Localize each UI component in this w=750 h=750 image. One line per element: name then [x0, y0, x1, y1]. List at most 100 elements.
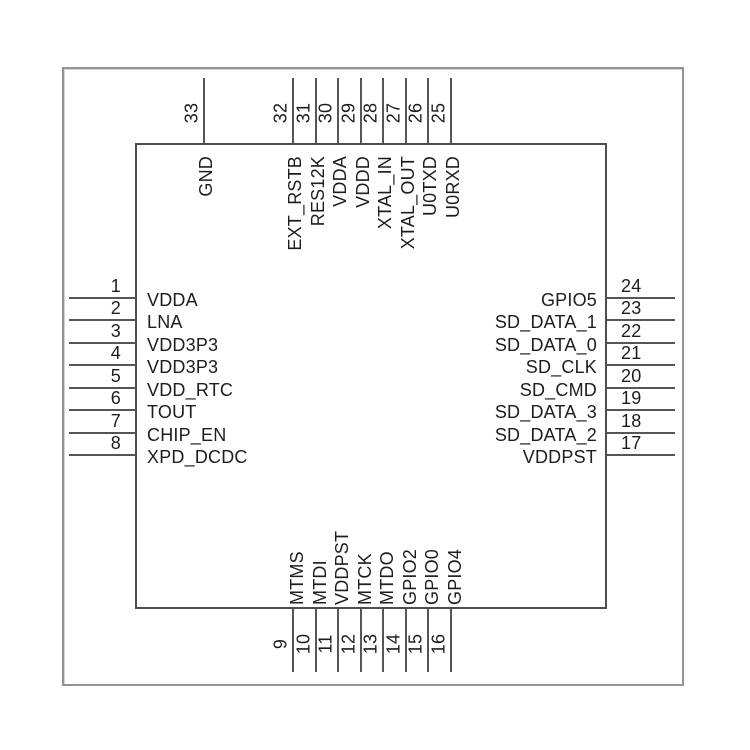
pin-30-number: 30 [315, 102, 336, 124]
pin-21-line [607, 364, 675, 366]
pin-27-number: 27 [383, 102, 404, 124]
pin-23-line [607, 319, 675, 321]
pin-33-number: 33 [181, 102, 202, 124]
pin-27-label: XTAL_OUT [398, 156, 418, 250]
pin-2-number: 2 [110, 298, 121, 318]
pin-33-label: GND [196, 156, 216, 197]
pin-1-number: 1 [110, 276, 121, 296]
pin-4-number: 4 [110, 343, 121, 363]
pin-5-line [69, 387, 135, 389]
pin-2-line [69, 319, 135, 321]
pin-32-number: 32 [270, 102, 291, 124]
pin-9-number: 9 [270, 638, 291, 650]
pin-9-label: MTMS [287, 551, 307, 605]
pin-8-line [69, 454, 135, 456]
pin-26-line [427, 78, 429, 143]
pin-1-line [69, 297, 135, 299]
pin-10-line [315, 609, 317, 672]
pin-12-label: MTCK [355, 553, 375, 605]
pin-8-label: XPD_DCDC [147, 447, 248, 467]
pin-4-label: VDD3P3 [147, 357, 219, 377]
pin-12-number: 12 [338, 633, 359, 655]
pin-11-label: VDDPST [332, 530, 352, 605]
pin-17-label: VDDPST [522, 447, 597, 467]
pin-32-line [292, 78, 294, 143]
pin-23-label: SD_DATA_1 [494, 312, 597, 332]
pin-4-line [69, 364, 135, 366]
pin-27-line [405, 78, 407, 143]
pin-17-line [607, 454, 675, 456]
pin-30-line [337, 78, 339, 143]
pin-2-label: LNA [147, 312, 183, 332]
pin-6-number: 6 [110, 388, 121, 408]
pin-13-label: MTDO [377, 551, 397, 605]
pin-24-number: 24 [621, 276, 642, 296]
pin-13-line [382, 609, 384, 672]
pin-14-label: GPIO2 [400, 548, 420, 605]
pin-16-label: GPIO4 [445, 548, 465, 605]
pin-31-label: RES12K [308, 156, 328, 227]
pin-19-line [607, 409, 675, 411]
pin-10-number: 10 [293, 633, 314, 655]
pin-23-number: 23 [621, 298, 642, 318]
pin-24-line [607, 297, 675, 299]
pin-3-label: VDD3P3 [147, 335, 219, 355]
pin-26-number: 26 [405, 102, 426, 124]
pin-11-line [337, 609, 339, 672]
pin-7-number: 7 [110, 411, 121, 431]
pin-28-number: 28 [360, 102, 381, 124]
pin-19-label: SD_DATA_3 [494, 402, 597, 422]
pin-25-line [450, 78, 452, 143]
pin-18-line [607, 432, 675, 434]
pin-14-line [405, 609, 407, 672]
pin-16-line [450, 609, 452, 672]
pin-15-number: 15 [405, 633, 426, 655]
pin-5-number: 5 [110, 366, 121, 386]
pin-20-number: 20 [621, 366, 642, 386]
pin-3-line [69, 342, 135, 344]
pin-11-number: 11 [315, 634, 336, 654]
pin-32-label: EXT_RSTB [285, 156, 305, 251]
pin-8-number: 8 [110, 433, 121, 453]
pin-22-label: SD_DATA_0 [494, 335, 597, 355]
pin-33-line [203, 78, 205, 143]
pin-18-label: SD_DATA_2 [494, 425, 597, 445]
pin-6-label: TOUT [147, 402, 197, 422]
pin-7-label: CHIP_EN [147, 425, 227, 445]
pin-19-number: 19 [621, 388, 642, 408]
pin-5-label: VDD_RTC [147, 380, 234, 400]
pin-25-label: U0RXD [443, 156, 463, 219]
pin-28-line [382, 78, 384, 143]
pin-24-label: GPIO5 [540, 290, 597, 310]
pin-17-number: 17 [621, 433, 642, 453]
pin-6-line [69, 409, 135, 411]
chip-body [135, 143, 607, 609]
pin-29-number: 29 [338, 102, 359, 124]
pin-3-number: 3 [110, 321, 121, 341]
pin-21-number: 21 [621, 343, 642, 363]
pin-30-label: VDDA [330, 156, 350, 207]
pin-10-label: MTDI [310, 560, 330, 605]
pin-31-number: 31 [293, 102, 314, 124]
pin-9-line [292, 609, 294, 672]
pin-18-number: 18 [621, 411, 642, 431]
pin-20-line [607, 387, 675, 389]
pin-29-line [360, 78, 362, 143]
pin-15-line [427, 609, 429, 672]
pin-14-number: 14 [383, 633, 404, 655]
pin-16-number: 16 [428, 633, 449, 655]
pin-12-line [360, 609, 362, 672]
pin-1-label: VDDA [147, 290, 198, 310]
pin-15-label: GPIO0 [422, 548, 442, 605]
pin-22-number: 22 [621, 321, 642, 341]
pin-26-label: U0TXD [420, 156, 440, 217]
pin-31-line [315, 78, 317, 143]
pin-28-label: XTAL_IN [375, 156, 395, 230]
pin-21-label: SD_CLK [525, 357, 597, 377]
pin-22-line [607, 342, 675, 344]
pin-13-number: 13 [360, 633, 381, 655]
pin-7-line [69, 432, 135, 434]
pin-29-label: VDDD [353, 156, 373, 208]
pin-25-number: 25 [428, 102, 449, 124]
